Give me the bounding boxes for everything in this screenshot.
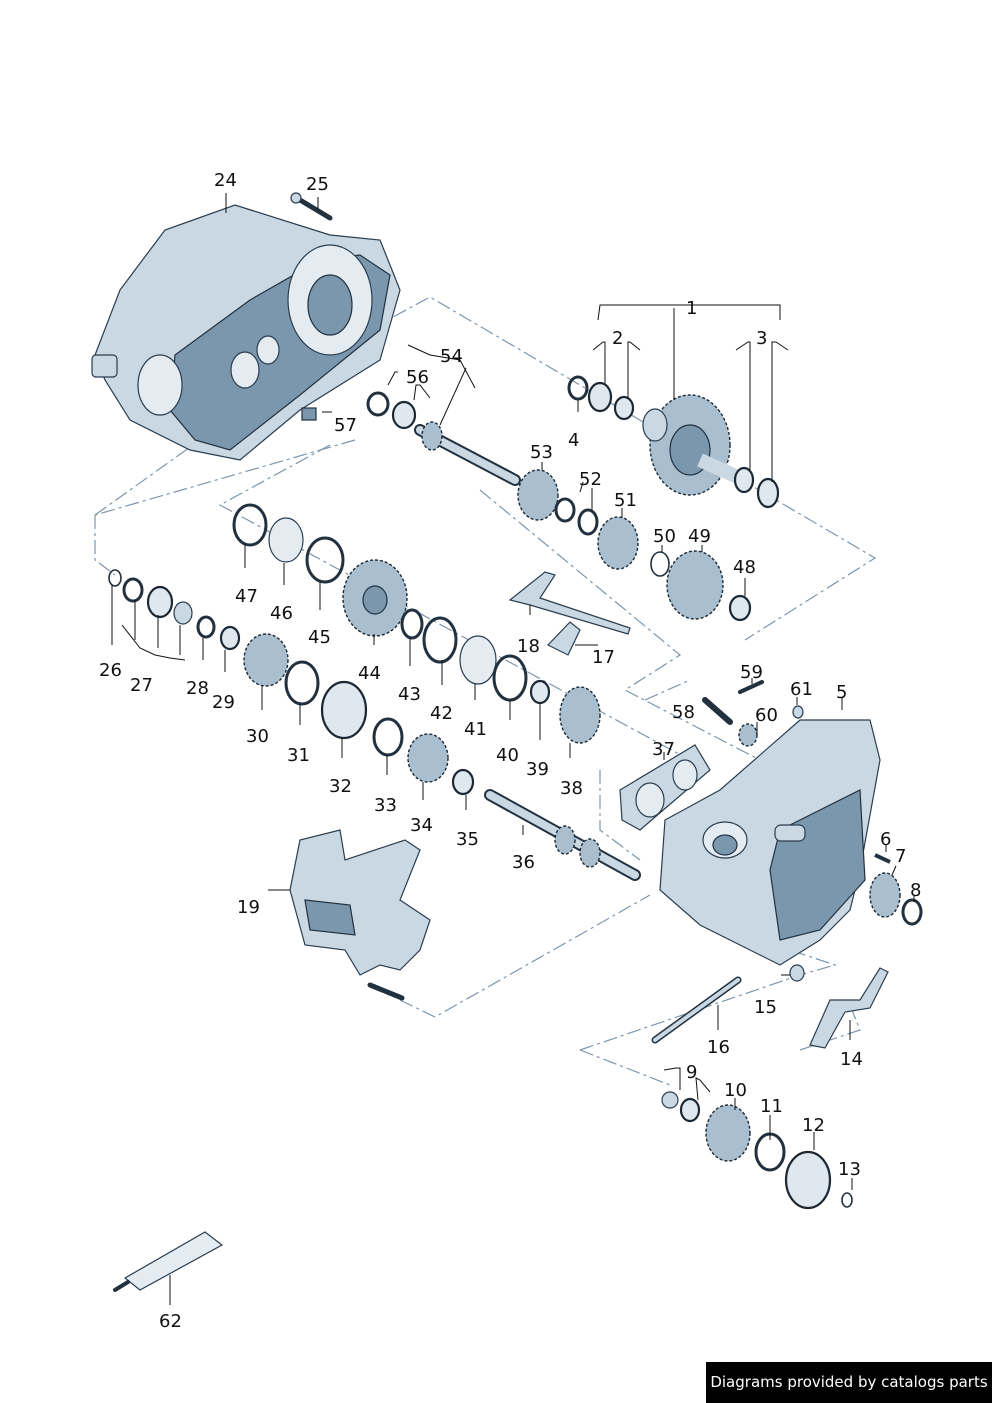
gear-set-middle: [400, 608, 601, 744]
leader-lines: [111, 193, 915, 1305]
label-39: 39: [526, 759, 549, 780]
label-37: 37: [652, 739, 675, 760]
label-25: 25: [306, 174, 329, 195]
label-3: 3: [756, 328, 767, 349]
shift-fork-assembly-19: [289, 829, 431, 1001]
bolt-25: [290, 192, 333, 221]
label-26: 26: [99, 660, 122, 681]
label-57: 57: [334, 415, 357, 436]
rod-16: [651, 976, 742, 1044]
label-46: 46: [270, 603, 293, 624]
label-36: 36: [512, 852, 535, 873]
label-11: 11: [760, 1096, 783, 1117]
sealant-tube-62: [113, 1231, 224, 1292]
label-31: 31: [287, 745, 310, 766]
label-40: 40: [496, 745, 519, 766]
label-52: 52: [579, 469, 602, 490]
label-33: 33: [374, 795, 397, 816]
label-48: 48: [733, 557, 756, 578]
plug-15: [789, 964, 805, 982]
label-9: 9: [686, 1062, 697, 1083]
label-29: 29: [212, 692, 235, 713]
cover-plate-37: [619, 744, 711, 831]
label-35: 35: [456, 829, 479, 850]
transmission-housing-24: [91, 204, 401, 461]
label-47: 47: [235, 586, 258, 607]
label-10: 10: [724, 1080, 747, 1101]
selector-rod-18: [508, 571, 631, 656]
label-15: 15: [754, 997, 777, 1018]
part-labels: 1 2 3 4 5 6 7 8 9 10 11 12 13 14 15 16 1…: [99, 170, 921, 1332]
label-59: 59: [740, 662, 763, 683]
label-5: 5: [836, 682, 847, 703]
label-27: 27: [130, 675, 153, 696]
label-16: 16: [707, 1037, 730, 1058]
label-7: 7: [895, 846, 906, 867]
label-19: 19: [237, 897, 260, 918]
label-61: 61: [790, 679, 813, 700]
label-56: 56: [406, 367, 429, 388]
credit-banner: Diagrams provided by catalogs parts: [706, 1362, 992, 1403]
label-2: 2: [612, 328, 623, 349]
rings-56: [366, 391, 417, 430]
label-51: 51: [614, 490, 637, 511]
label-4: 4: [568, 430, 579, 451]
transmission-housing-5: [659, 719, 881, 966]
label-8: 8: [910, 880, 921, 901]
label-13: 13: [838, 1159, 861, 1180]
label-6: 6: [880, 829, 891, 850]
label-62: 62: [159, 1311, 182, 1332]
shift-fork-14: [809, 967, 889, 1049]
label-44: 44: [358, 663, 381, 684]
gear-set-upper: [517, 469, 752, 622]
gear-set-left: [108, 503, 475, 796]
label-54: 54: [440, 346, 463, 367]
label-18: 18: [517, 636, 540, 657]
label-60: 60: [755, 705, 778, 726]
label-32: 32: [329, 776, 352, 797]
small-parts-58-61: [702, 680, 804, 747]
differential-1: [567, 375, 780, 509]
label-1: 1: [686, 298, 697, 319]
label-53: 53: [530, 442, 553, 463]
label-34: 34: [410, 815, 433, 836]
label-38: 38: [560, 778, 583, 799]
label-50: 50: [653, 526, 676, 547]
label-28: 28: [186, 678, 209, 699]
label-41: 41: [464, 719, 487, 740]
shaft-36: [484, 789, 641, 881]
label-45: 45: [308, 627, 331, 648]
label-43: 43: [398, 684, 421, 705]
label-58: 58: [672, 702, 695, 723]
gear-7-group: [869, 853, 923, 926]
label-12: 12: [802, 1115, 825, 1136]
shaft-54: [414, 421, 521, 486]
gear-set-lower: [661, 1091, 853, 1210]
label-30: 30: [246, 726, 269, 747]
label-42: 42: [430, 703, 453, 724]
label-17: 17: [592, 647, 615, 668]
label-49: 49: [688, 526, 711, 547]
label-14: 14: [840, 1049, 863, 1070]
label-24: 24: [214, 170, 237, 191]
